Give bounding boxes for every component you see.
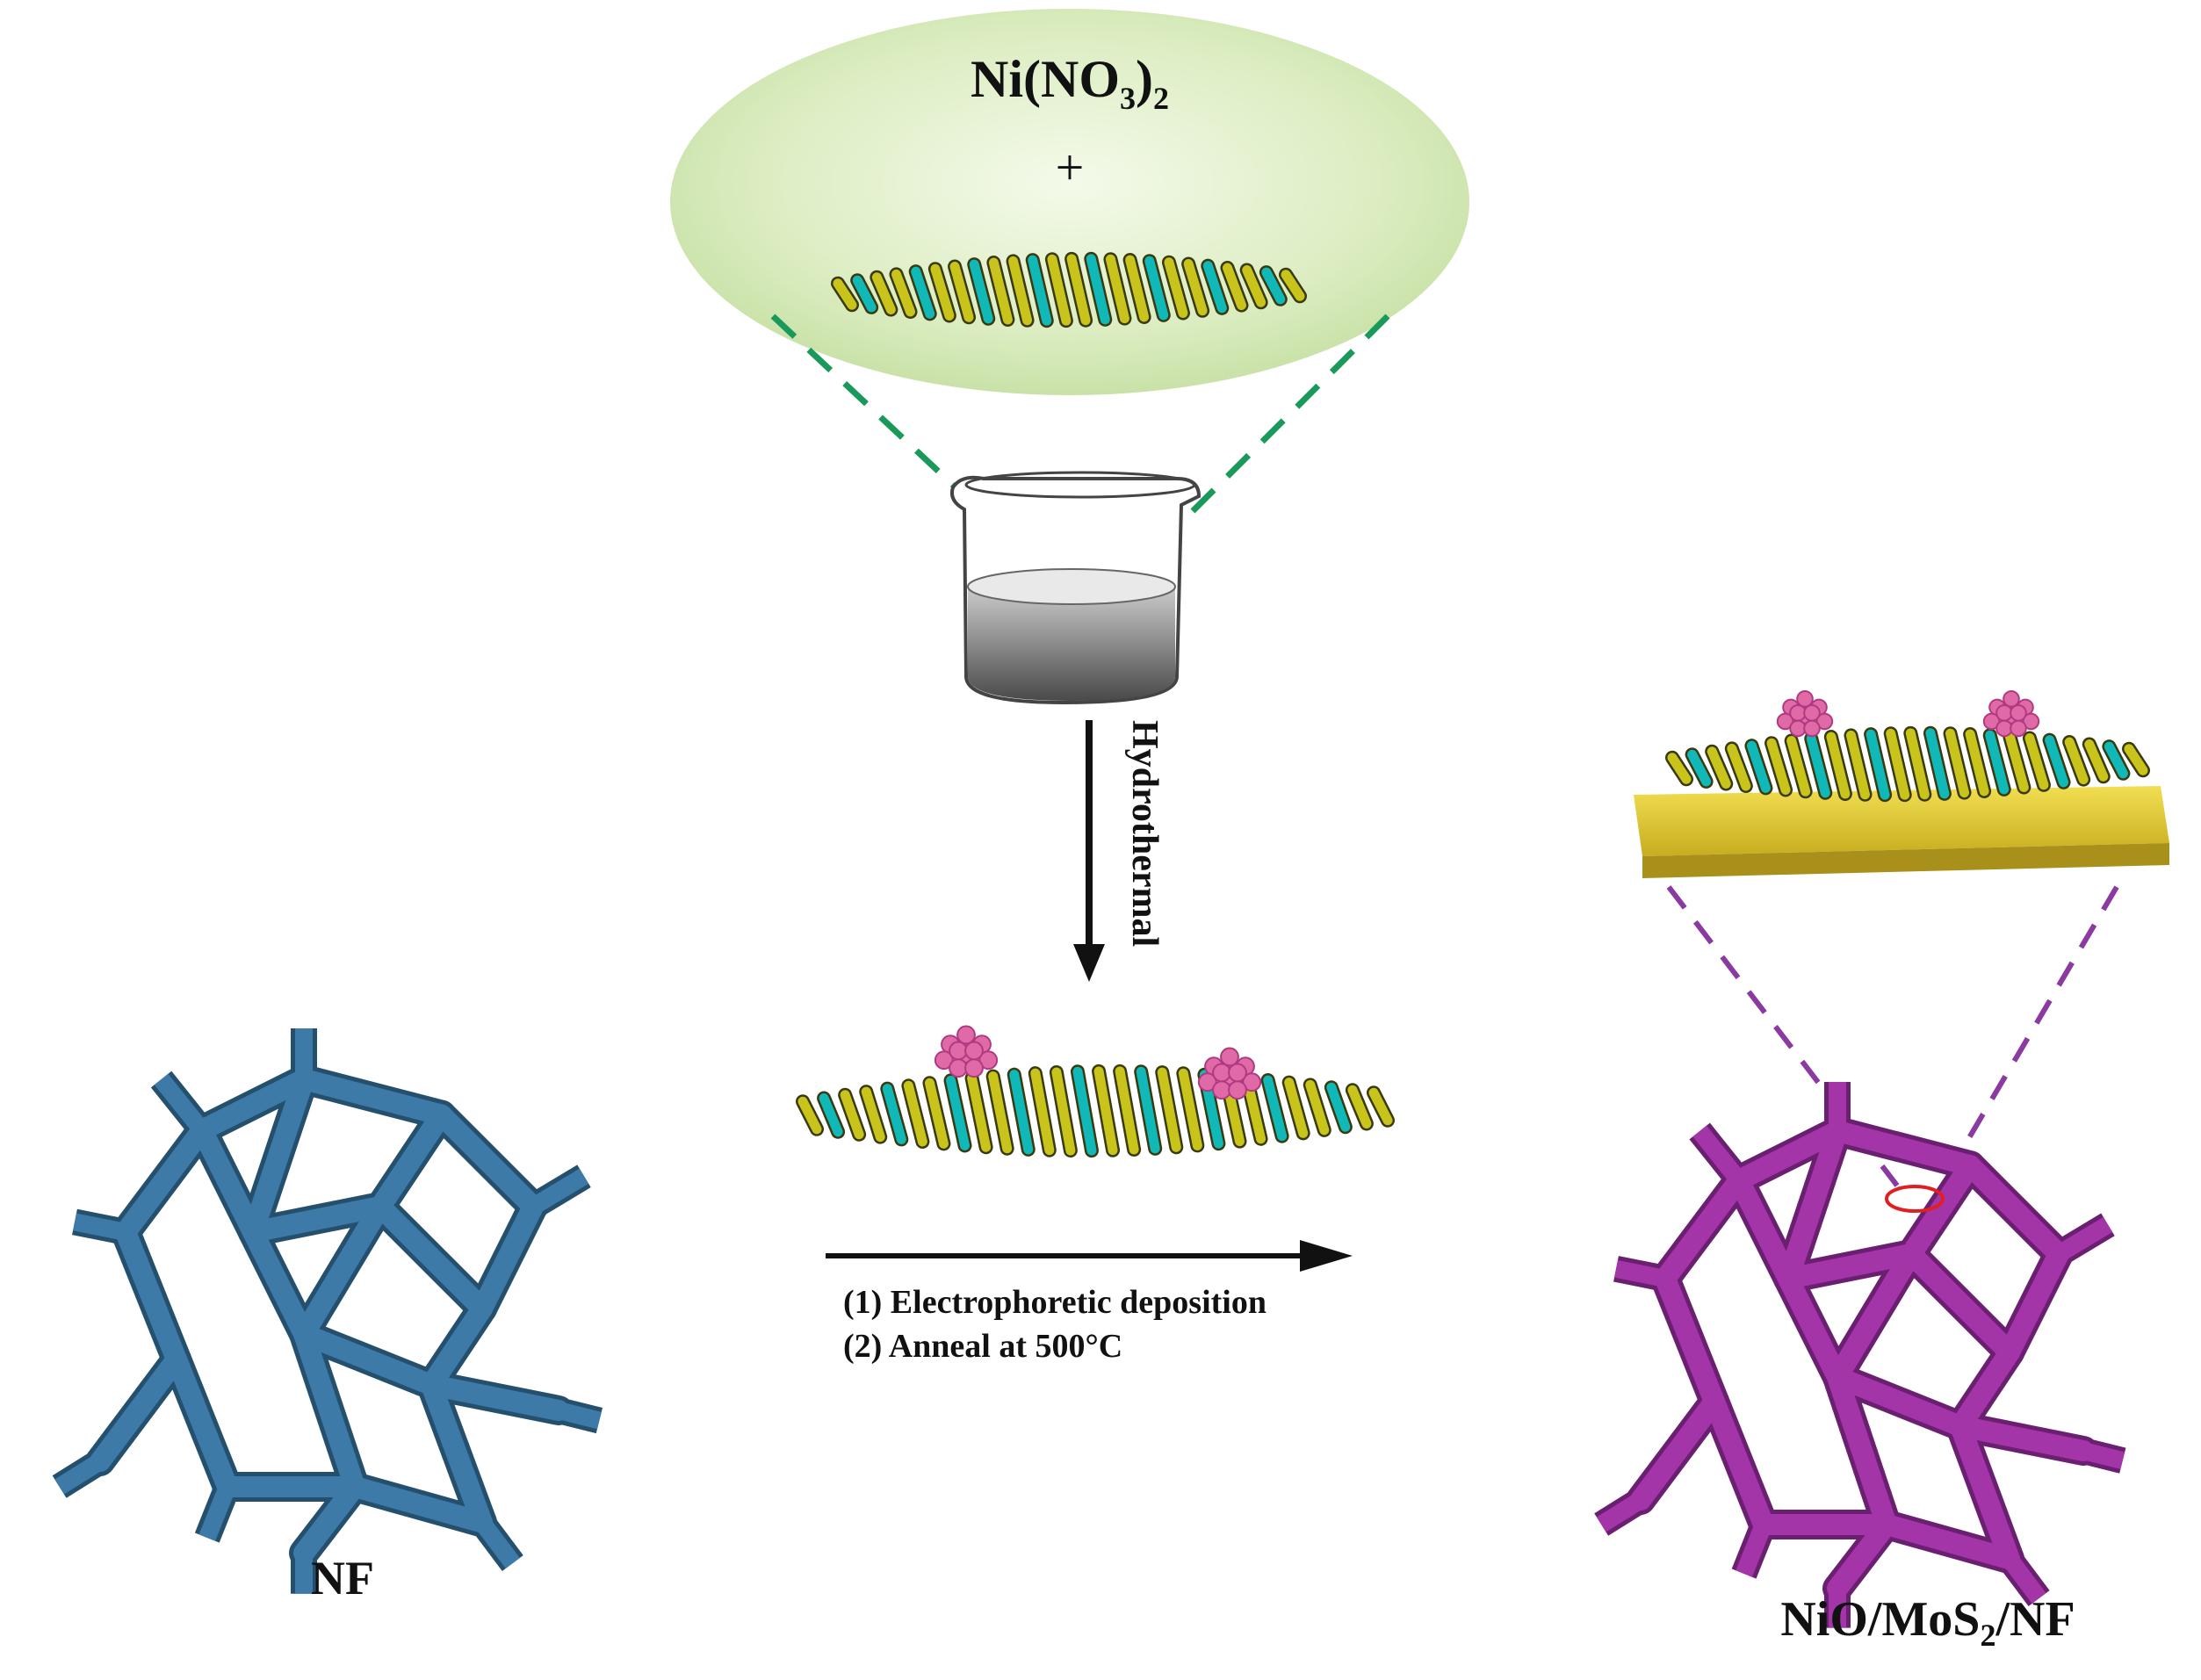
step-1: (1) Electrophoretic deposition xyxy=(843,1284,1266,1321)
step-2: (2) Anneal at 500°C xyxy=(843,1328,1122,1365)
start-label: NF xyxy=(311,1552,374,1604)
right-arrow-icon xyxy=(826,1240,1353,1272)
process-label: Hydrothermal xyxy=(1124,720,1165,947)
product-label: NiO/MoS2/NF xyxy=(1780,1592,2075,1653)
nio-cluster-icon xyxy=(934,1025,1262,1100)
plus-sign: + xyxy=(1056,139,1085,196)
nickel-foam-icon xyxy=(52,1028,603,1594)
nickel-foam-icon xyxy=(1594,1082,2126,1628)
down-arrow-icon xyxy=(1073,720,1105,982)
highlight-circle xyxy=(1885,1185,1945,1213)
mos2-nanosheet-icon xyxy=(1665,725,2150,803)
mos2-nanosheet-icon xyxy=(796,1064,1395,1158)
nio-cluster-icon xyxy=(1776,690,2040,738)
beaker-icon xyxy=(949,471,1202,705)
substrate-icon xyxy=(1634,786,2169,878)
precursor-formula: Ni(NO3)2 xyxy=(971,50,1169,116)
mos2-nanosheet-icon xyxy=(831,251,1307,328)
